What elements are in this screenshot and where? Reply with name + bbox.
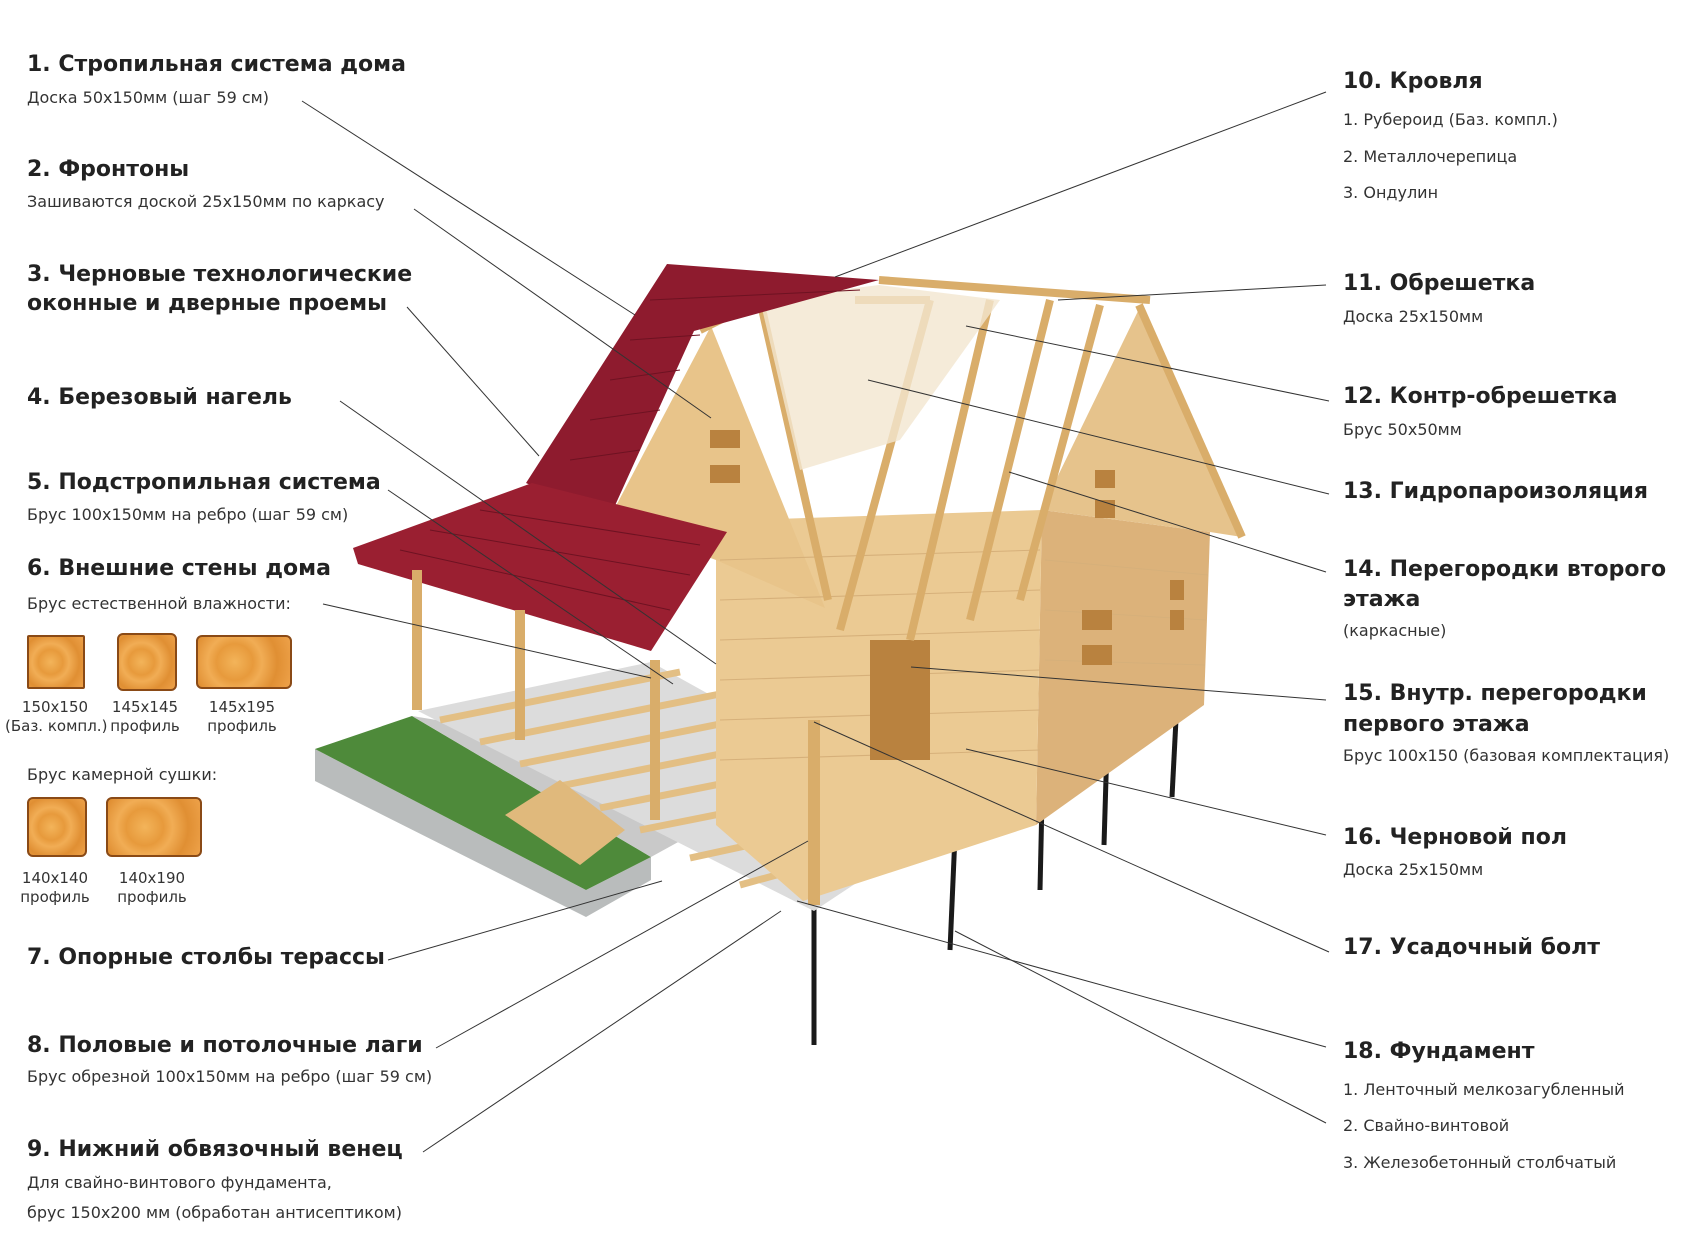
- callout-10-item-2: 2. Металлочерепица: [1343, 147, 1518, 166]
- callout-8-sub: Брус обрезной 100x150мм на ребро (шаг 59…: [27, 1067, 433, 1086]
- callout-6-sub: Брус естественной влажности:: [27, 594, 291, 613]
- leader-16: [965, 748, 1327, 836]
- timber-sample-145x195: [196, 635, 292, 689]
- sample-note: профиль: [110, 717, 180, 735]
- sample-note: профиль: [207, 717, 277, 735]
- callout-12-sub: Брус 50x50мм: [1343, 420, 1462, 439]
- callout-9-sub1: Для свайно-винтового фундамента,: [27, 1173, 332, 1192]
- leader-13: [867, 379, 1330, 495]
- leader-11: [1057, 284, 1327, 301]
- callout-16-sub: Доска 25x150мм: [1343, 860, 1484, 879]
- callout-10-item-1: 1. Рубероид (Баз. компл.): [1343, 110, 1558, 129]
- callout-3-title-1: 3. Черновые технологические: [27, 262, 413, 287]
- callout-17-title: 17. Усадочный болт: [1343, 935, 1600, 960]
- sample-size: 140x190: [118, 869, 186, 887]
- sample-note: профиль: [20, 888, 90, 906]
- sample-size: 145x195: [208, 698, 276, 716]
- callout-18-item-2: 2. Свайно-винтовой: [1343, 1116, 1510, 1135]
- callout-10-title: 10. Кровля: [1343, 69, 1483, 94]
- callout-13-title: 13. Гидропароизоляция: [1343, 479, 1649, 504]
- callout-4-title: 4. Березовый нагель: [27, 385, 292, 410]
- callout-8-title: 8. Половые и потолочные лаги: [27, 1033, 423, 1058]
- leader-7: [387, 880, 663, 961]
- callout-2-sub: Зашиваются доской 25x150мм по каркасу: [27, 192, 385, 211]
- terrace-posts: [412, 570, 820, 905]
- sample-size: 140x140: [21, 869, 89, 887]
- leader-3: [406, 306, 540, 457]
- callout-1-title: 1. Стропильная система дома: [27, 52, 406, 77]
- callout-5-sub: Брус 100x150мм на ребро (шаг 59 см): [27, 505, 349, 524]
- callout-14-title-1: 14. Перегородки второго: [1343, 557, 1667, 582]
- sample-size: 150x150: [21, 698, 89, 716]
- callout-14-sub: (каркасные): [1343, 621, 1447, 640]
- leader-6: [322, 603, 652, 679]
- callout-14-title-2: этажа: [1343, 587, 1421, 612]
- leader-5: [387, 489, 674, 685]
- leader-12: [965, 325, 1330, 402]
- callout-18-item-1: 1. Ленточный мелкозагубленный: [1343, 1080, 1625, 1099]
- callout-9-title: 9. Нижний обвязочный венец: [27, 1137, 403, 1162]
- sample-note: (Баз. компл.): [5, 717, 108, 735]
- callout-16-title: 16. Черновой пол: [1343, 825, 1567, 850]
- leader-18b: [954, 930, 1327, 1124]
- leader-8: [435, 840, 809, 1049]
- sample-note: профиль: [117, 888, 187, 906]
- timber-sample-150x150: [27, 635, 85, 689]
- callout-15-sub: Брус 100x150 (базовая комплектация): [1343, 746, 1670, 765]
- callout-18-item-3: 3. Железобетонный столбчатый: [1343, 1153, 1617, 1172]
- window-openings: [710, 430, 1184, 760]
- leader-10: [834, 91, 1327, 278]
- stairs: [505, 780, 625, 865]
- callout-15-title-2: первого этажа: [1343, 712, 1530, 737]
- callout-9-sub2: брус 150x200 мм (обработан антисептиком): [27, 1203, 402, 1222]
- leader-1: [301, 100, 636, 316]
- leader-17: [813, 721, 1330, 953]
- callout-6-sub2: Брус камерной сушки:: [27, 765, 218, 784]
- leader-lines: [301, 91, 1330, 1153]
- leader-2: [413, 208, 712, 419]
- timber-sample-140x190: [106, 797, 202, 857]
- leader-14: [1008, 471, 1327, 573]
- callout-10-item-3: 3. Ондулин: [1343, 183, 1439, 202]
- leader-15: [910, 666, 1327, 701]
- callout-11-title: 11. Обрешетка: [1343, 271, 1536, 296]
- right-gable: [1036, 309, 1242, 537]
- leader-18a: [796, 900, 1327, 1048]
- callout-5-title: 5. Подстропильная система: [27, 470, 381, 495]
- porch-roof: [353, 483, 727, 651]
- callout-1-sub: Доска 50x150мм (шаг 59 см): [27, 88, 269, 107]
- callout-7-title: 7. Опорные столбы терассы: [27, 945, 385, 970]
- right-wall: [1036, 510, 1210, 825]
- membrane-insulation: [760, 285, 1000, 470]
- callout-3-title-2: оконные и дверные проемы: [27, 291, 388, 316]
- callout-11-sub: Доска 25x150мм: [1343, 307, 1484, 326]
- callout-18-title: 18. Фундамент: [1343, 1039, 1535, 1064]
- callout-15-title-1: 15. Внутр. перегородки: [1343, 681, 1647, 706]
- leader-9: [422, 910, 782, 1153]
- main-roof: [526, 264, 879, 521]
- sample-size: 145x145: [111, 698, 179, 716]
- callout-2-title: 2. Фронтоны: [27, 157, 190, 182]
- callout-12-title: 12. Контр-обрешетка: [1343, 384, 1618, 409]
- roof-tile-lines: [399, 289, 861, 611]
- callout-6-title: 6. Внешние стены дома: [27, 556, 331, 581]
- sample-1-caption: 150x150(Баз. компл.): [5, 698, 108, 736]
- timber-sample-145x145: [117, 633, 177, 691]
- timber-sample-140x140: [27, 797, 87, 857]
- leader-4: [339, 400, 717, 665]
